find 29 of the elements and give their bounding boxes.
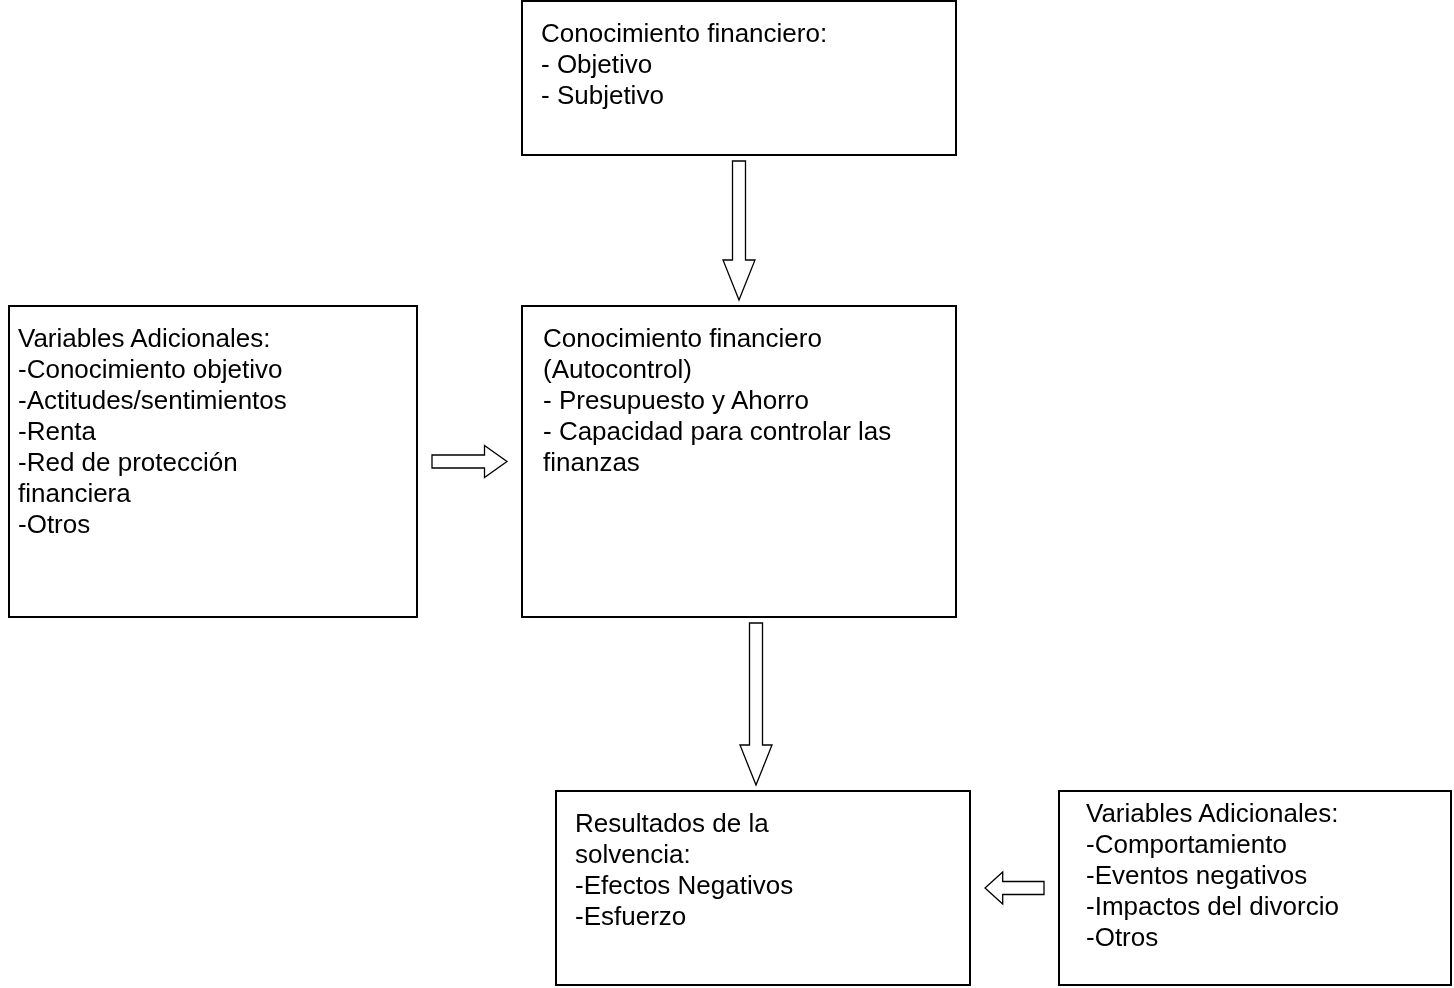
box-text: -Red de protección financiera: [18, 447, 239, 509]
box-text: -Renta: [18, 416, 98, 447]
box-text: -Esfuerzo: [575, 901, 688, 932]
text-box: [1058, 790, 1452, 986]
box-text: Resultados de la solvencia:: [575, 808, 770, 870]
box-text: -Impactos del divorcio: [1086, 891, 1340, 922]
text-box: [521, 305, 957, 618]
box-text: - Subjetivo: [541, 80, 665, 111]
box-text: -Otros: [18, 509, 92, 540]
block-arrow: [431, 444, 509, 479]
text-box: [8, 305, 418, 618]
block-arrow: [722, 160, 756, 302]
box-text: -Conocimiento objetivo: [18, 354, 284, 385]
box-text: - Objetivo: [541, 49, 654, 80]
box-text: -Otros: [1086, 922, 1160, 953]
box-text: Conocimiento financiero:: [541, 18, 829, 49]
box-text: Variables Adicionales:: [1086, 798, 1340, 829]
block-arrow: [739, 622, 773, 787]
text-box: [521, 0, 957, 156]
text-box: [555, 790, 971, 986]
box-text: - Presupuesto y Ahorro: [543, 385, 810, 416]
box-text: -Eventos negativos: [1086, 860, 1309, 891]
box-text: Conocimiento financiero (Autocontrol): [543, 323, 823, 385]
box-text: -Comportamiento: [1086, 829, 1288, 860]
box-text: Variables Adicionales:: [18, 323, 272, 354]
block-arrow: [984, 870, 1045, 906]
box-text: -Efectos Negativos: [575, 870, 795, 901]
box-text: -Actitudes/sentimientos: [18, 385, 288, 416]
box-text: - Capacidad para controlar las finanzas: [543, 416, 893, 478]
